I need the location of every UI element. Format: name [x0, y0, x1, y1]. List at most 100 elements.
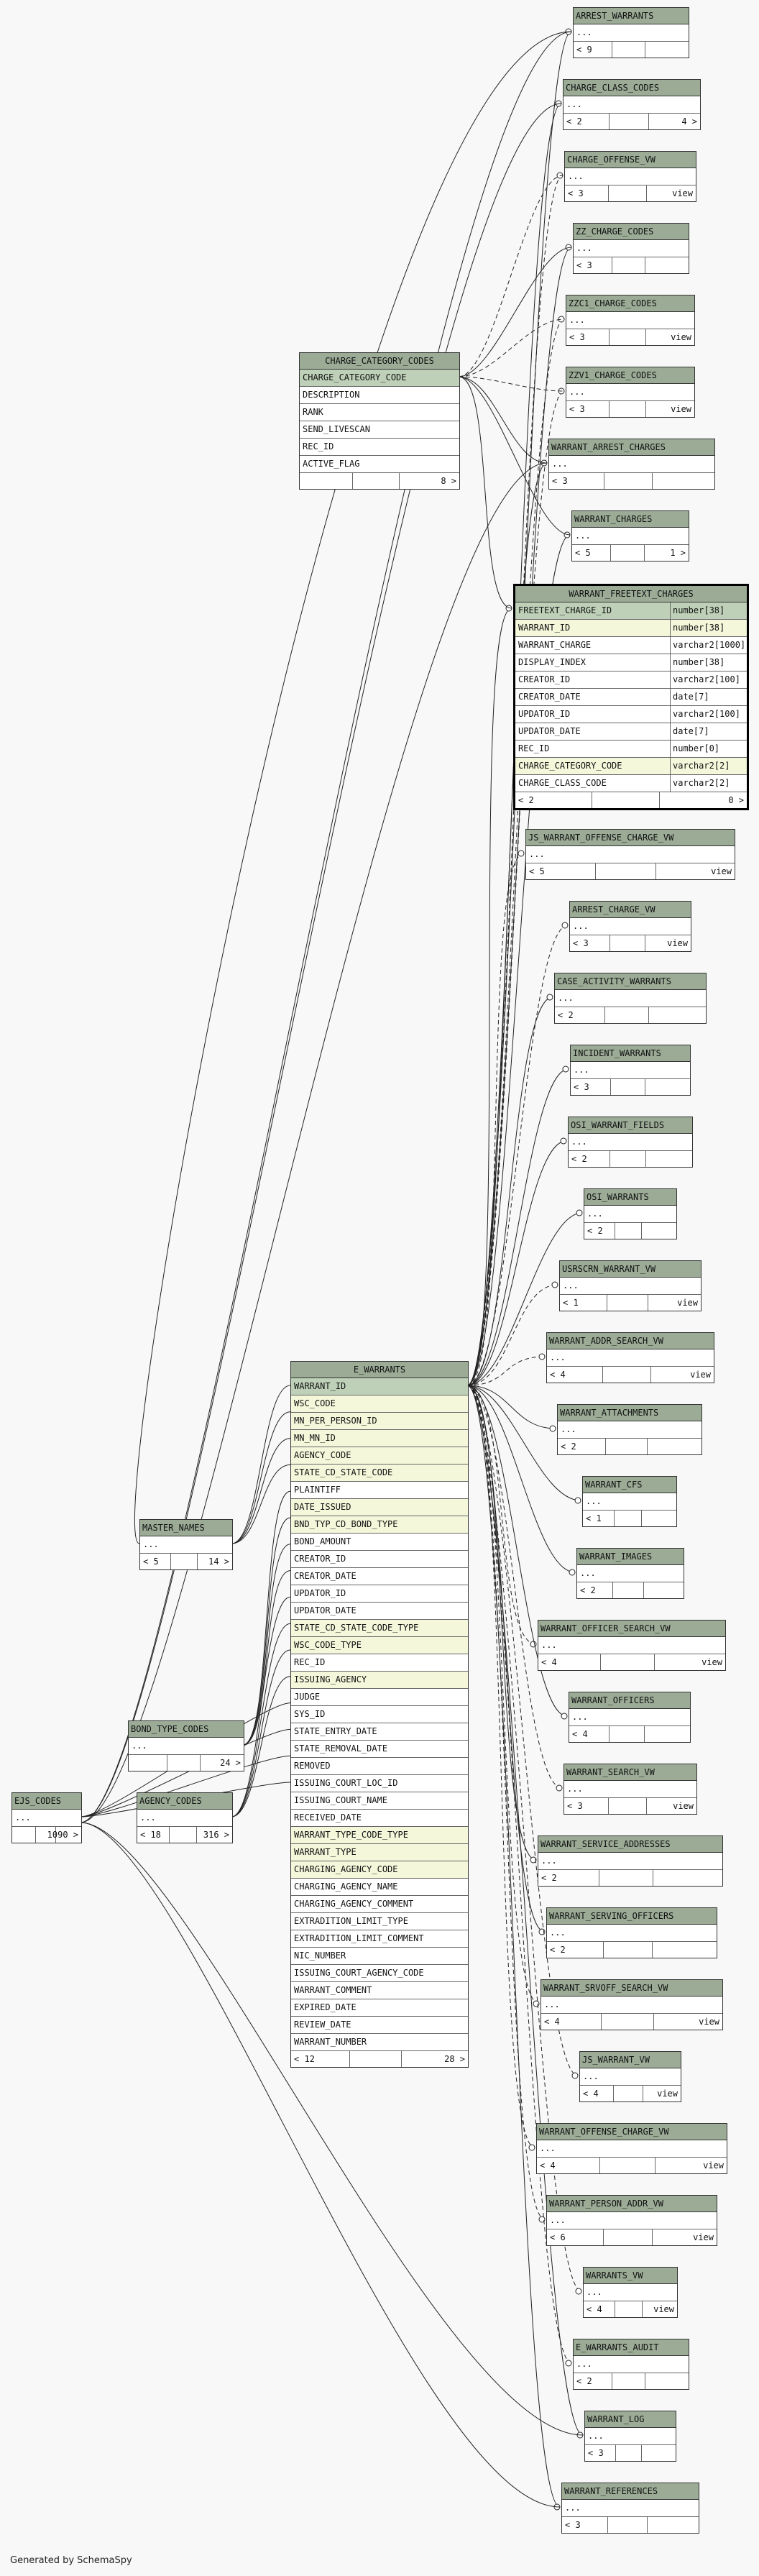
table-warrant-service-addresses[interactable]: WARRANT_SERVICE_ADDRESSES...< 2 [538, 1835, 723, 1887]
table-e-warrants-audit[interactable]: E_WARRANTS_AUDIT...< 2 [573, 2339, 689, 2390]
table-name[interactable]: WARRANT_CHARGES [572, 511, 689, 528]
children-count[interactable]: view [703, 2160, 724, 2171]
parents-count[interactable]: < 2 [558, 1010, 574, 1020]
parents-count[interactable]: < 4 [586, 2304, 602, 2314]
table-name[interactable]: WARRANT_ADDR_SEARCH_VW [547, 1333, 714, 1349]
parents-count[interactable]: < 4 [572, 1729, 588, 1739]
table-case-activity-warrants[interactable]: CASE_ACTIVITY_WARRANTS...< 2 [554, 973, 707, 1024]
table-name[interactable]: CHARGE_OFFENSE_VW [565, 152, 696, 168]
parents-count[interactable]: < 4 [541, 1657, 557, 1667]
table-name[interactable]: ZZC1_CHARGE_CODES [566, 295, 694, 312]
table-name[interactable]: E_WARRANTS_AUDIT [574, 2339, 689, 2356]
table-bond-type-codes[interactable]: BOND_TYPE_CODES...24 > [128, 1720, 244, 1771]
parents-count[interactable]: < 3 [552, 476, 568, 486]
parents-count[interactable]: < 2 [576, 2376, 592, 2386]
table-name[interactable]: WARRANT_SRVOFF_SEARCH_VW [541, 1980, 722, 1997]
table-osi-warrants[interactable]: OSI_WARRANTS...< 2 [584, 1188, 677, 1239]
table-name[interactable]: WARRANTS_VW [584, 2268, 677, 2284]
table-name[interactable]: ZZ_CHARGE_CODES [574, 224, 689, 240]
table-name[interactable]: WARRANT_IMAGES [577, 1549, 684, 1565]
children-count[interactable]: 14 > [208, 1557, 229, 1567]
parents-count[interactable]: < 4 [544, 2017, 560, 2027]
table-name[interactable]: AGENCY_CODES [137, 1793, 232, 1810]
children-count[interactable]: view [672, 188, 693, 198]
table-warrant-log[interactable]: WARRANT_LOG...< 3 [584, 2411, 676, 2462]
parents-count[interactable]: < 2 [518, 795, 534, 805]
parents-count[interactable]: < 3 [574, 1082, 589, 1092]
parents-count[interactable]: < 5 [575, 548, 591, 558]
children-count[interactable]: 316 > [203, 1830, 229, 1840]
table-name[interactable]: OSI_WARRANTS [584, 1189, 676, 1206]
table-warrant-attachments[interactable]: WARRANT_ATTACHMENTS...< 2 [557, 1404, 702, 1455]
table-name[interactable]: ZZV1_CHARGE_CODES [566, 367, 694, 384]
table-arrest-warrants[interactable]: ARREST_WARRANTS...< 9 [573, 7, 689, 58]
children-count[interactable]: view [693, 2232, 714, 2242]
children-count[interactable]: 1090 > [47, 1830, 78, 1840]
parents-count[interactable]: < 3 [567, 1801, 583, 1811]
children-count[interactable]: view [671, 404, 691, 414]
children-count[interactable]: view [699, 2017, 719, 2027]
table-name[interactable]: CASE_ACTIVITY_WARRANTS [555, 973, 706, 990]
parents-count[interactable]: < 2 [541, 1873, 557, 1883]
parents-count[interactable]: < 2 [566, 116, 582, 127]
parents-count[interactable]: < 3 [565, 2520, 581, 2530]
table-name[interactable]: INCIDENT_WARRANTS [571, 1045, 690, 1062]
parents-count[interactable]: < 4 [540, 2160, 556, 2171]
table-name[interactable]: JS_WARRANT_OFFENSE_CHARGE_VW [526, 830, 735, 846]
table-name[interactable]: WARRANT_SERVING_OFFICERS [547, 1908, 717, 1925]
parents-count[interactable]: < 3 [573, 938, 589, 948]
children-count[interactable]: view [671, 332, 691, 342]
parents-count[interactable]: < 2 [587, 1226, 603, 1236]
parents-count[interactable]: < 6 [550, 2232, 566, 2242]
table-warrant-images[interactable]: WARRANT_IMAGES...< 2 [576, 1548, 684, 1599]
children-count[interactable]: view [711, 866, 732, 876]
parents-count[interactable]: < 3 [569, 332, 585, 342]
parents-count[interactable]: < 9 [576, 45, 592, 55]
table-warrant-arrest-charges[interactable]: WARRANT_ARREST_CHARGES...< 3 [548, 439, 715, 490]
table-name[interactable]: WARRANT_REFERENCES [562, 2483, 699, 2500]
parents-count[interactable]: < 3 [576, 260, 592, 270]
parents-count[interactable]: < 2 [550, 1945, 566, 1955]
table-warrant-references[interactable]: WARRANT_REFERENCES...< 3 [561, 2483, 699, 2534]
parents-count[interactable]: < 4 [583, 2089, 599, 2099]
table-ejs-codes[interactable]: EJS_CODES...1090 > [12, 1792, 82, 1843]
children-count[interactable]: view [673, 1801, 694, 1811]
table-name[interactable]: ARREST_WARRANTS [574, 8, 689, 24]
parents-count[interactable]: < 3 [568, 188, 584, 198]
table-name[interactable]: WARRANT_ARREST_CHARGES [549, 439, 714, 456]
table-incident-warrants[interactable]: INCIDENT_WARRANTS...< 3 [570, 1045, 691, 1096]
table-name[interactable]: CHARGE_CATEGORY_CODES [300, 353, 459, 370]
table-warrant-serving-officers[interactable]: WARRANT_SERVING_OFFICERS...< 2 [546, 1907, 717, 1958]
table-name[interactable]: ARREST_CHARGE_VW [570, 902, 691, 918]
parents-count[interactable]: < 3 [569, 404, 585, 414]
table-name[interactable]: USRSCRN_WARRANT_VW [560, 1261, 701, 1278]
parents-count[interactable]: < 12 [294, 2054, 315, 2064]
parents-count[interactable]: < 1 [586, 1513, 602, 1523]
table-name[interactable]: JS_WARRANT_VW [580, 2052, 681, 2068]
children-count[interactable]: 24 > [220, 1758, 241, 1768]
children-count[interactable]: 28 > [444, 2054, 465, 2064]
children-count[interactable]: view [653, 2304, 674, 2314]
parents-count[interactable]: < 1 [563, 1298, 579, 1308]
table-osi-warrant-fields[interactable]: OSI_WARRANT_FIELDS...< 2 [568, 1117, 693, 1168]
table-zz-charge-codes[interactable]: ZZ_CHARGE_CODES...< 3 [573, 223, 689, 274]
table-warrant-officers[interactable]: WARRANT_OFFICERS...< 4 [569, 1692, 691, 1743]
parents-count[interactable]: < 2 [571, 1154, 587, 1164]
